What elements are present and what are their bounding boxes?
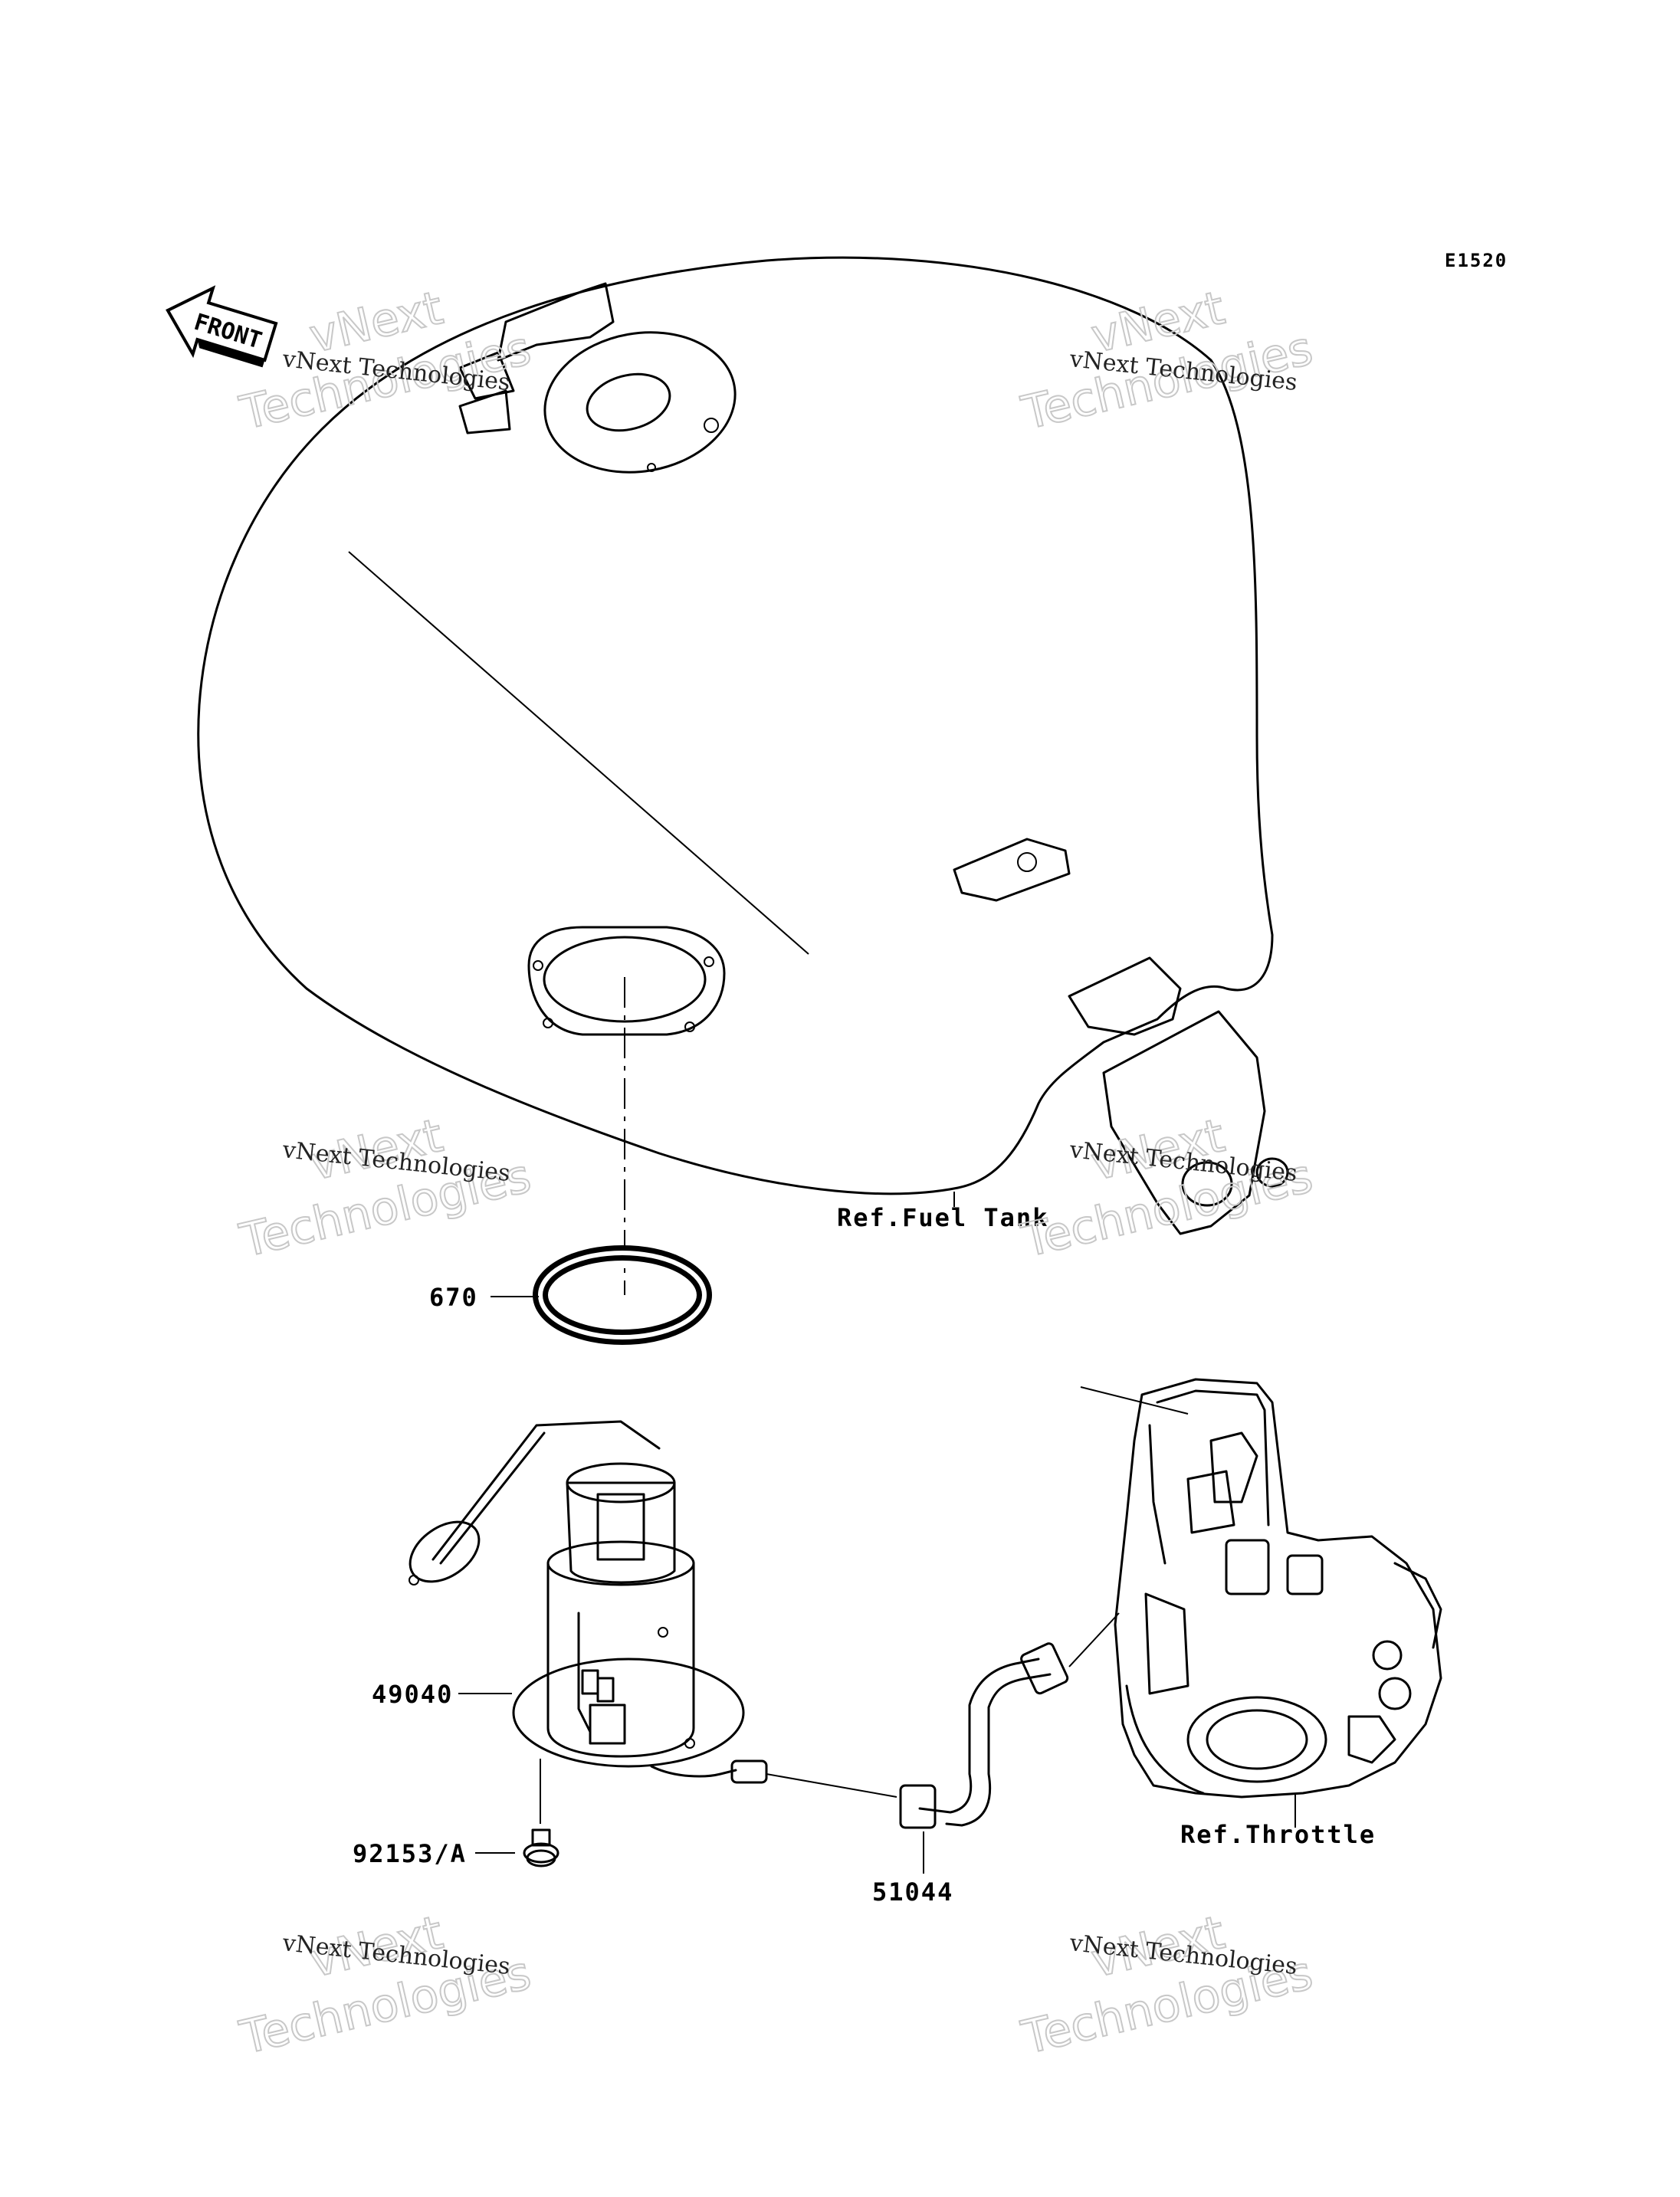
callout-51044: 51044 (872, 1877, 953, 1907)
watermark-top-right: vNext Technologies vNext Technologies (1016, 280, 1318, 441)
o-ring (533, 1245, 712, 1345)
fuel-tank (197, 256, 1289, 1235)
watermark-mid-left: vNext Technologies vNext Technologies (235, 1108, 536, 1269)
bolt (523, 1828, 559, 1867)
watermark-mid-right: vNext Technologies vNext Technologies (1016, 1108, 1318, 1269)
watermark-bottom-left: vNext Technologies vNext Technologies (235, 1905, 536, 2066)
fuel-hose (899, 1642, 1069, 1829)
watermark-bottom-right: vNext Technologies vNext Technologies (1016, 1905, 1318, 2066)
fuel-pump (409, 1420, 768, 1784)
throttle-body (1080, 1378, 1442, 1799)
ref-throttle-label: Ref.Throttle (1180, 1820, 1376, 1849)
callout-670: 670 (429, 1283, 478, 1312)
diagram-code: E1520 (1445, 250, 1508, 271)
callout-92153a: 92153/A (353, 1839, 467, 1868)
front-arrow-icon: FRONT (166, 285, 278, 368)
ref-fuel-tank-label: Ref.Fuel Tank (837, 1203, 1048, 1232)
callout-49040: 49040 (372, 1680, 453, 1709)
watermark-top-left: vNext Technologies vNext Technologies (235, 280, 536, 441)
